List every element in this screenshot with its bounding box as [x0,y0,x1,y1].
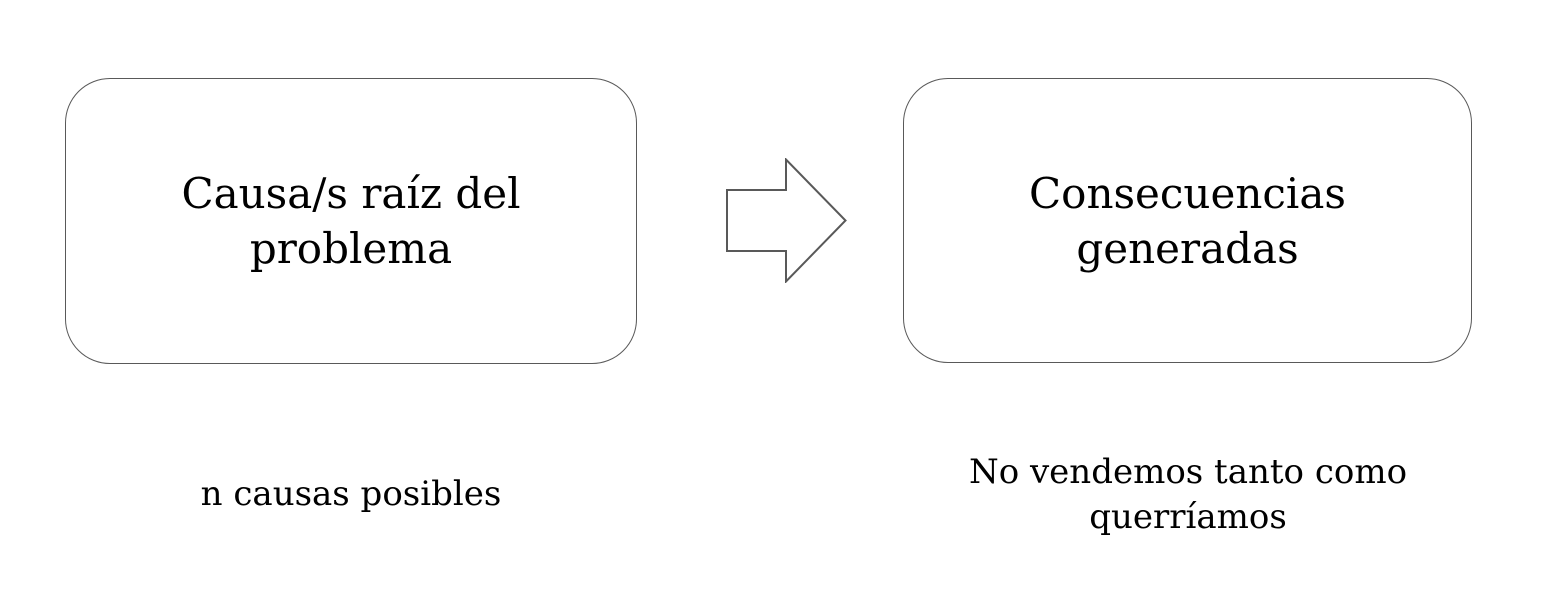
consequence-box: Consecuencias generadas [903,78,1472,363]
consequence-box-label: Consecuencias generadas [1029,168,1346,273]
consequence-caption: No vendemos tanto como querríamos [968,452,1408,537]
cause-box: Causa/s raíz del problema [65,78,637,364]
cause-caption: n causas posibles [200,474,502,514]
right-arrow-icon [726,157,847,284]
cause-box-label: Causa/s raíz del problema [181,169,521,273]
